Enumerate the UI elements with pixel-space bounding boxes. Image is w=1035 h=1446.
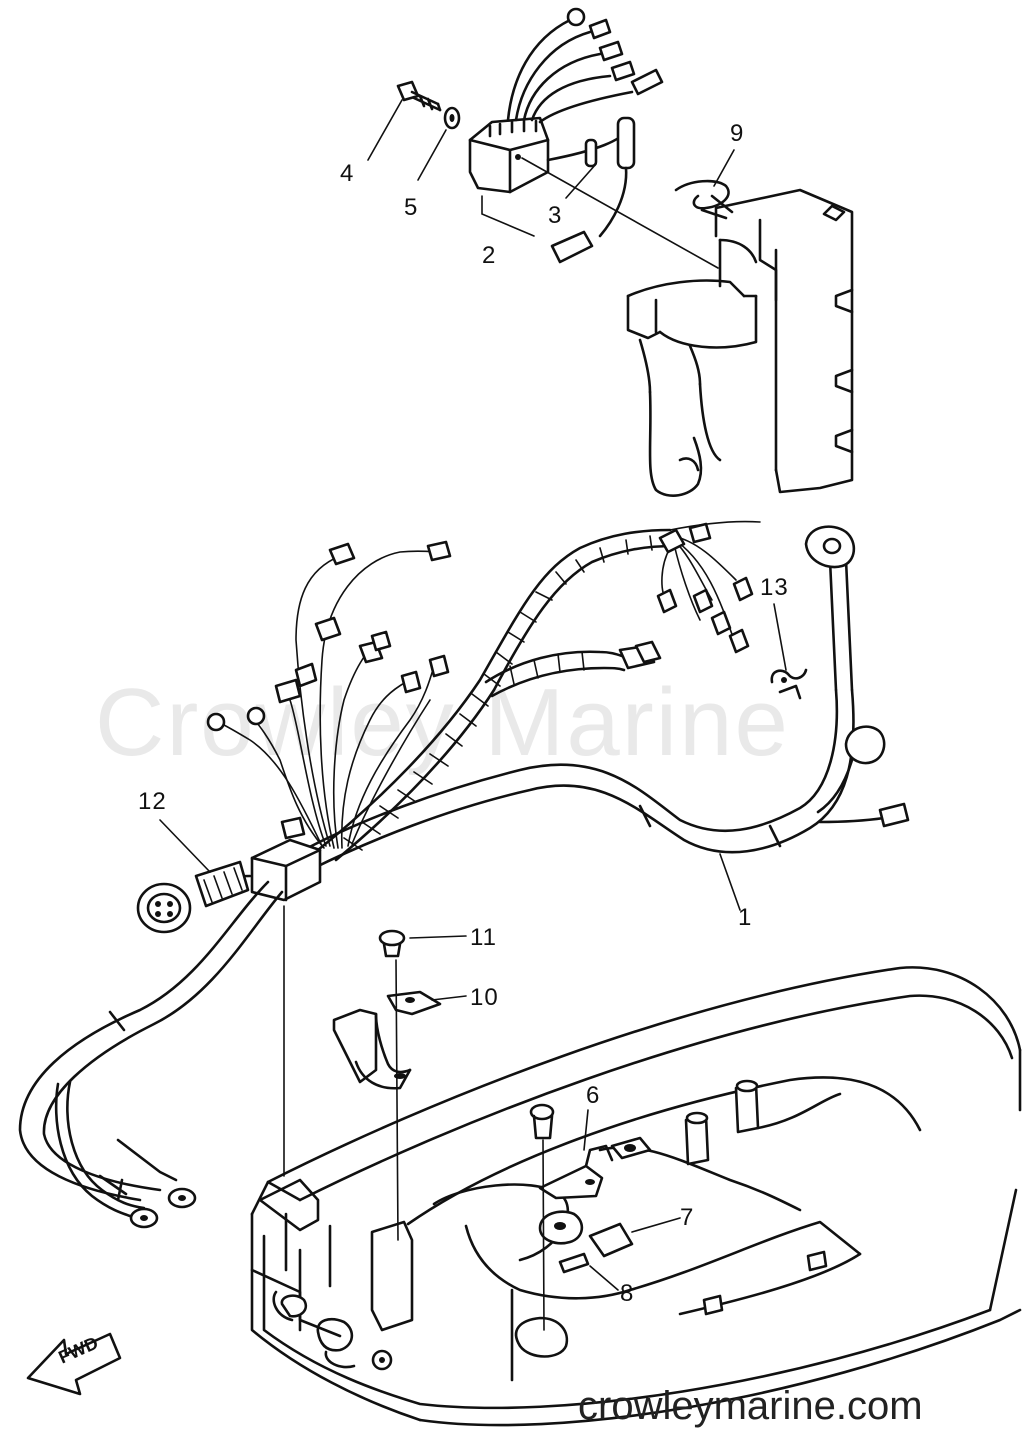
callout-1: 1 [738, 904, 753, 931]
bolt-part [396, 80, 442, 112]
leader-line-6 [583, 1109, 589, 1151]
leader-line-4 [367, 99, 403, 161]
callout-11: 11 [470, 924, 497, 951]
callout-9: 9 [730, 120, 745, 147]
rectifier-regulator-part [468, 7, 664, 264]
callout-12: 12 [138, 788, 167, 815]
callout-10: 10 [470, 984, 499, 1011]
wire-harness-part [18, 520, 910, 1229]
coil-bracket-assembly [626, 188, 854, 497]
callout-5: 5 [404, 194, 419, 221]
assembly-line-top [521, 157, 719, 269]
fwd-arrow-icon [26, 1332, 122, 1396]
clamp-part [674, 179, 734, 220]
leader-line-13 [773, 603, 787, 671]
callout-7: 7 [680, 1204, 695, 1231]
assembly-line-10 [395, 959, 399, 1241]
leader-line-5 [417, 129, 447, 181]
callout-8: 8 [620, 1280, 635, 1307]
pin-8-part [558, 1252, 590, 1274]
leader-line-2 [481, 195, 535, 237]
callout-3: 3 [548, 202, 563, 229]
leader-line-7 [631, 1217, 681, 1233]
leader-line-8 [589, 1265, 619, 1291]
callout-2: 2 [482, 242, 497, 269]
leader-line-11 [409, 935, 467, 939]
callout-6: 6 [586, 1082, 601, 1109]
bolt-6-part [529, 1103, 614, 1200]
website-text: crowleymarine.com [578, 1384, 923, 1428]
callout-13: 13 [760, 574, 789, 601]
leader-line-9 [713, 149, 735, 187]
leader-line-3 [565, 163, 597, 199]
leader-line-1 [719, 853, 741, 911]
bracket-10-part [332, 990, 442, 1090]
callout-4: 4 [340, 160, 355, 187]
leader-line-12 [159, 819, 211, 873]
assembly-line-6 [542, 1139, 545, 1331]
bolt-11-part [378, 929, 406, 958]
leader-line-10 [431, 995, 467, 1001]
clamp-7-part [538, 1210, 634, 1258]
washer-part [443, 106, 461, 130]
